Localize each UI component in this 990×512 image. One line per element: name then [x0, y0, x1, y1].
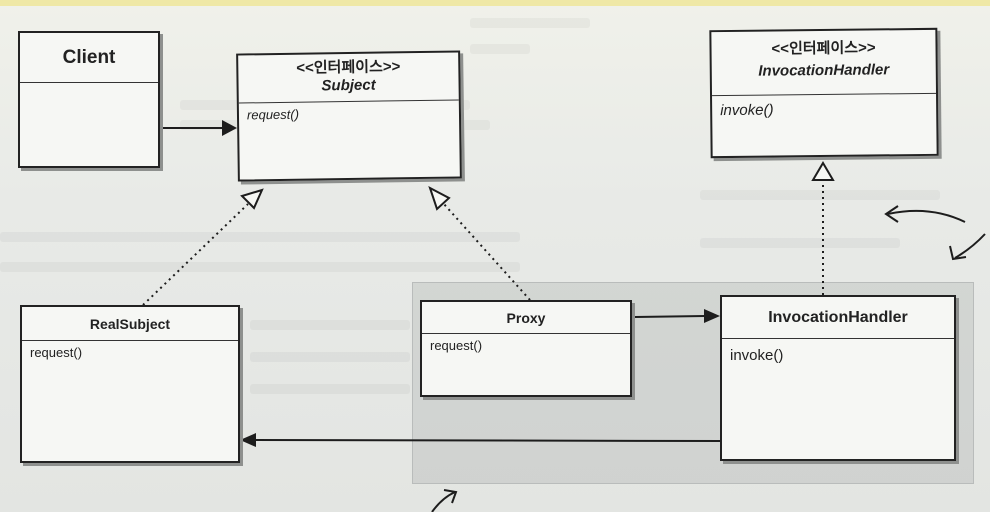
association-arrowhead [704, 309, 720, 323]
bleed-through-line [470, 18, 590, 28]
invocation-handler-interface-name: InvocationHandler [758, 61, 890, 80]
proxy-class: Proxy request() [420, 300, 632, 397]
client-class-name: Client [62, 47, 116, 68]
realization-triangle [811, 161, 835, 181]
invoke-operation: invoke() [720, 101, 774, 120]
bleed-through-line [470, 44, 530, 54]
real-subject-class-name: RealSubject [89, 316, 171, 332]
margin-pointer-arrowhead [443, 489, 458, 504]
association-arrowhead [240, 433, 256, 447]
invocation-handler-stereotype: <<인터페이스>> [771, 39, 876, 58]
top-highlight-strip [0, 0, 990, 6]
handler-realsubject-association [254, 439, 723, 442]
subject-interface: <<인터페이스>> Subject request() [236, 50, 462, 182]
margin-pointer-arrowhead [949, 245, 967, 261]
bleed-through-line [250, 384, 410, 394]
client-class: Client [18, 31, 160, 168]
association-arrowhead [222, 120, 237, 136]
realization-triangle [428, 185, 451, 211]
realization-triangle [240, 188, 264, 210]
bleed-through-line [700, 238, 900, 248]
invocation-handler-interface: <<인터페이스>> InvocationHandler invoke() [709, 27, 939, 159]
invocation-handler-invoke-operation: invoke() [730, 347, 784, 364]
proxy-handler-association [631, 315, 706, 318]
bleed-through-line [250, 352, 410, 362]
invocation-handler-class: InvocationHandler invoke() [720, 295, 956, 461]
real-subject-class: RealSubject request() [20, 305, 240, 463]
bleed-through-line [0, 262, 520, 272]
bleed-through-line [700, 190, 940, 200]
margin-pointer-arrowhead [884, 205, 899, 223]
margin-pointer-arrow [887, 209, 966, 223]
invocation-handler-class-name: InvocationHandler [768, 309, 908, 326]
subject-request-operation: request() [246, 106, 300, 123]
real-subject-request-operation: request() [30, 345, 83, 360]
margin-pointer-arrow [431, 491, 456, 512]
subject-interface-name: Subject [321, 76, 376, 95]
proxy-request-operation: request() [430, 338, 483, 353]
realsubject-realization [142, 203, 249, 306]
proxy-realization [442, 202, 531, 301]
bleed-through-line [0, 232, 520, 242]
proxy-class-name: Proxy [506, 310, 546, 326]
bleed-through-line [250, 320, 410, 330]
margin-pointer-arrow [954, 233, 986, 259]
